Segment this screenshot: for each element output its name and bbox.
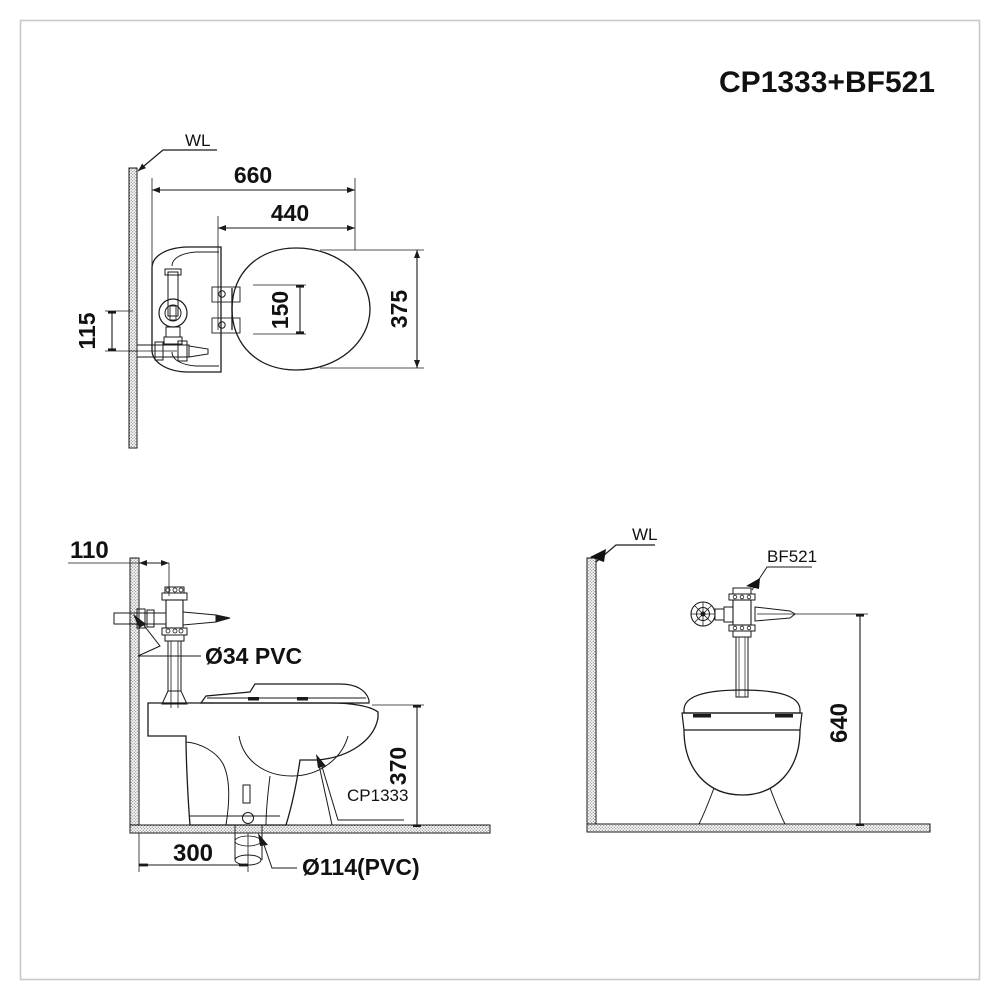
dim-660-label: 660 (234, 162, 272, 188)
front-view-floor (586, 823, 931, 833)
front-view: WL (586, 525, 931, 833)
side-view: 110 (68, 537, 491, 880)
top-view-wl-label: WL (185, 131, 211, 150)
top-view-bowl-rear-inner-lower (171, 351, 219, 367)
top-view-seat-lid (231, 247, 371, 371)
top-view-wall (128, 167, 138, 449)
side-view-bolt-cap (242, 812, 254, 824)
dim-640-label: 640 (826, 703, 853, 743)
callout-pvc114-leader (258, 833, 297, 869)
callout-pvc34-label: Ø34 PVC (205, 643, 302, 669)
dim-300-label: 300 (173, 840, 213, 867)
drawing-title: CP1333+BF521 (719, 66, 935, 99)
top-view-bowl-rear-inner (171, 251, 219, 267)
top-view: WL 660 440 375 150 (74, 131, 424, 449)
side-view-floor (129, 824, 491, 834)
top-view-hinge-bolt-upper (218, 290, 226, 298)
side-view-seat-bumper-right (297, 697, 308, 701)
callout-cp1333-label: CP1333 (347, 786, 408, 805)
side-view-seat-bumper-left (248, 697, 259, 701)
side-view-bowl-outline (147, 702, 379, 826)
top-view-wl-leader (137, 149, 217, 172)
dim-640 (856, 614, 864, 826)
front-view-bumper-left (693, 714, 711, 718)
dim-375-label: 375 (386, 290, 412, 329)
dim-115 (108, 311, 116, 351)
front-view-pedestal-left (698, 787, 715, 825)
top-view-hinge-upper (211, 286, 241, 303)
front-view-wall (586, 557, 597, 831)
top-view-hinge-lower (211, 317, 241, 334)
callout-pvc34-leader (133, 614, 201, 657)
dim-370 (413, 705, 421, 827)
callout-bf521-label: BF521 (767, 547, 817, 566)
dim-440-label: 440 (271, 200, 309, 226)
callout-bf521-leader (746, 566, 812, 591)
side-view-pedestal (185, 741, 230, 826)
dim-150-label: 150 (267, 291, 293, 329)
side-view-flush-valve (113, 586, 231, 708)
front-view-bumper-right (775, 714, 793, 718)
dim-110-label: 110 (70, 537, 109, 564)
front-view-wl-leader (590, 544, 655, 563)
front-view-bowl-body (683, 729, 801, 796)
front-view-seat-lid (683, 689, 801, 714)
side-view-wall (129, 557, 140, 832)
callout-pvc114-label: Ø114(PVC) (302, 854, 420, 880)
dim-150 (296, 285, 304, 334)
top-view-flush-valve (136, 268, 209, 362)
sheet-border (19, 19, 981, 981)
dim-300 (139, 863, 248, 867)
side-view-bowl-rim-curve (238, 735, 349, 777)
dim-370-label: 370 (385, 747, 411, 785)
dim-115-label: 115 (74, 312, 100, 349)
callout-cp1333-leader (316, 754, 404, 821)
side-view-seat-lid (199, 683, 370, 704)
front-view-pedestal-right (769, 787, 786, 825)
side-view-vent-slot (242, 784, 251, 804)
side-view-trapway (265, 775, 271, 826)
front-view-wl-label: WL (632, 525, 658, 544)
front-view-flush-valve (690, 587, 796, 698)
top-view-hinge-bolt-lower (218, 321, 226, 329)
